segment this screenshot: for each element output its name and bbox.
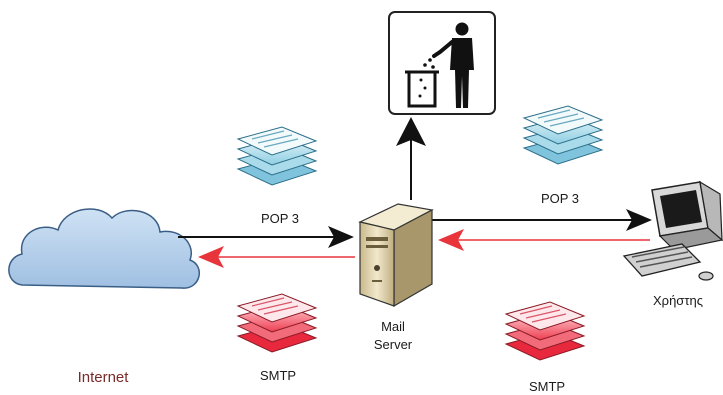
cloud-icon <box>8 208 200 289</box>
pop3-arrow-internet-to-server <box>178 226 354 248</box>
smtp-label-right: SMTP <box>528 379 566 394</box>
desktop-computer-icon <box>622 180 723 281</box>
pop3-arrow-server-to-user <box>432 209 652 231</box>
document-stack-icon <box>236 293 318 353</box>
pop3-label-left: POP 3 <box>260 211 300 226</box>
server-label-line2: Server <box>373 337 413 352</box>
smtp-arrow-server-to-internet <box>198 246 355 268</box>
document-stack-icon <box>236 126 318 186</box>
server-label-line1: Mail <box>381 319 405 334</box>
server-to-trash-arrow <box>396 117 426 200</box>
internet-label: Internet <box>77 369 129 386</box>
server-tower-icon <box>358 203 434 308</box>
trash-person-icon <box>388 11 496 115</box>
smtp-label-left: SMTP <box>259 368 297 383</box>
pop3-label-right: POP 3 <box>540 191 580 206</box>
document-stack-icon <box>504 301 586 361</box>
smtp-arrow-user-to-server <box>438 229 650 251</box>
document-stack-icon <box>522 105 604 165</box>
user-label: Χρήστης <box>653 293 703 308</box>
